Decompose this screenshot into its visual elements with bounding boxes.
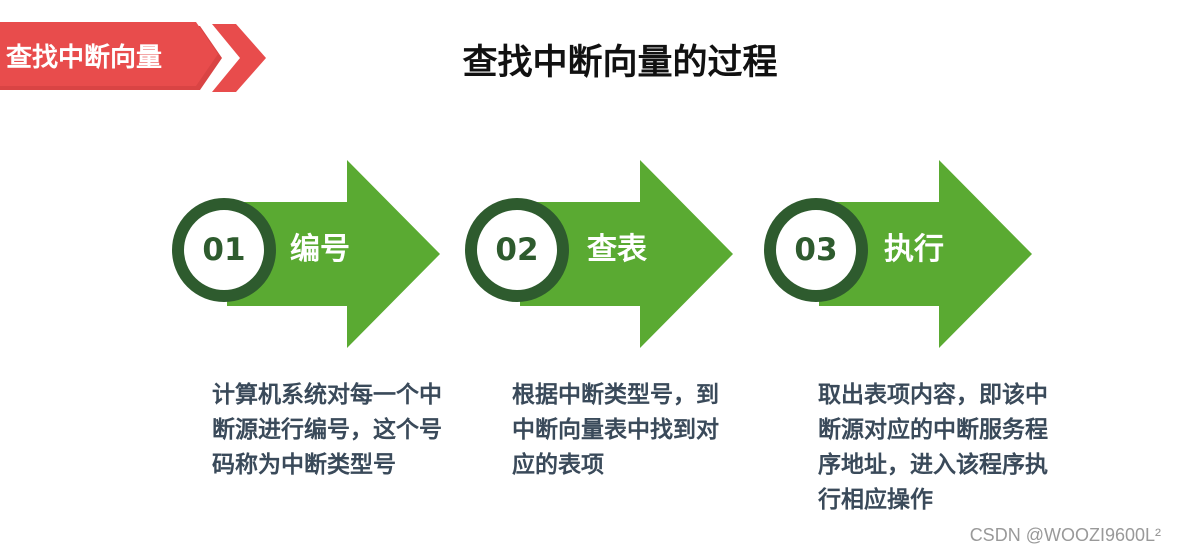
section-banner: 查找中断向量 — [0, 22, 270, 94]
page-title: 查找中断向量的过程 — [462, 43, 778, 83]
step-1-graphic — [172, 160, 440, 348]
step-1-number: 01 — [202, 232, 246, 268]
step-2-description: 根据中断类型号，到中断向量表中找到对应的表项 — [512, 382, 719, 478]
step-3-description: 取出表项内容，即该中断源对应的中断服务程序地址，进入该程序执行相应操作 — [818, 382, 1048, 513]
step-2: 02 查表 — [465, 160, 765, 350]
step-2-label: 查表 — [587, 232, 647, 267]
step-2-graphic — [465, 160, 733, 348]
watermark: CSDN @WOOZI9600L² — [969, 525, 1161, 545]
banner-arrow-shape — [0, 22, 266, 92]
step-3-number: 03 — [794, 232, 838, 268]
step-1: 01 编号 — [172, 160, 472, 350]
step-3-label: 执行 — [884, 232, 944, 267]
step-1-label: 编号 — [290, 232, 350, 267]
banner-label: 查找中断向量 — [6, 43, 163, 73]
step-2-number: 02 — [495, 232, 539, 268]
step-3-graphic — [764, 160, 1032, 348]
step-3: 03 执行 — [764, 160, 1064, 350]
step-1-description: 计算机系统对每一个中断源进行编号，这个号码称为中断类型号 — [212, 382, 442, 478]
